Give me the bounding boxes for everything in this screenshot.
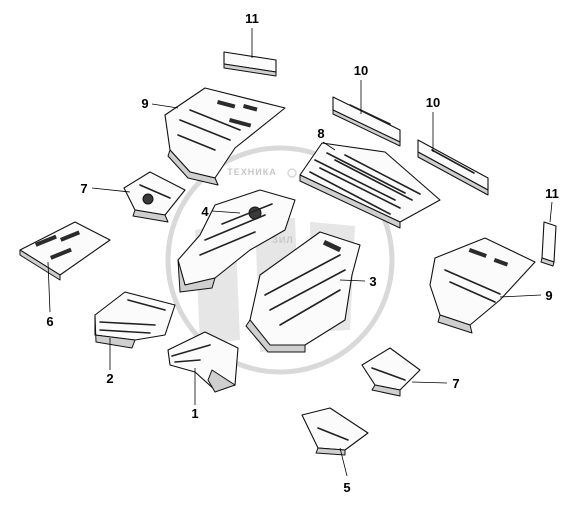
part-10-left-strip — [332, 96, 401, 147]
callout-4: 4 — [201, 204, 209, 219]
part-2-side-housing — [94, 291, 176, 349]
callout-2: 2 — [106, 371, 113, 386]
part-11-right-plate — [540, 221, 557, 267]
callout-9-upper: 9 — [141, 96, 148, 111]
part-9-upper-floor — [164, 87, 286, 186]
part-7-right-bracket — [361, 347, 421, 397]
callout-7-right: 7 — [452, 376, 459, 391]
callout-10-right: 10 — [426, 95, 440, 110]
watermark-gear-icon — [287, 168, 297, 178]
callout-9-lower: 9 — [545, 288, 552, 303]
part-6-left-panel — [19, 221, 111, 281]
callout-1: 1 — [191, 406, 198, 421]
callout-11-top: 11 — [245, 11, 259, 26]
part-11-top — [223, 51, 277, 77]
part-1-wheel-arch — [167, 331, 239, 393]
callout-labels: 11 10 10 9 8 7 4 11 3 9 6 2 1 7 5 — [46, 11, 558, 495]
callout-10-left: 10 — [354, 63, 368, 78]
callout-6: 6 — [46, 314, 53, 329]
callout-8: 8 — [317, 126, 324, 141]
callout-7-left: 7 — [80, 181, 87, 196]
watermark-text: ТЕХНИКА — [227, 167, 276, 177]
part-8-rear-floor — [299, 142, 441, 229]
leader-lines — [47, 28, 553, 477]
callout-11-right: 11 — [545, 186, 559, 201]
callout-3: 3 — [369, 274, 376, 289]
watermark-ring — [165, 145, 395, 375]
part-4-center-tunnel — [177, 189, 296, 293]
part-3-main-floor — [245, 231, 361, 353]
part-5-bottom-plate — [301, 407, 369, 456]
part-7-left-bracket — [123, 171, 186, 223]
callout-5: 5 — [343, 480, 350, 495]
watermark-brand: ЗИЛ — [272, 235, 293, 245]
part-10-right-strip — [417, 139, 489, 196]
part-9-lower-floor — [429, 237, 536, 334]
